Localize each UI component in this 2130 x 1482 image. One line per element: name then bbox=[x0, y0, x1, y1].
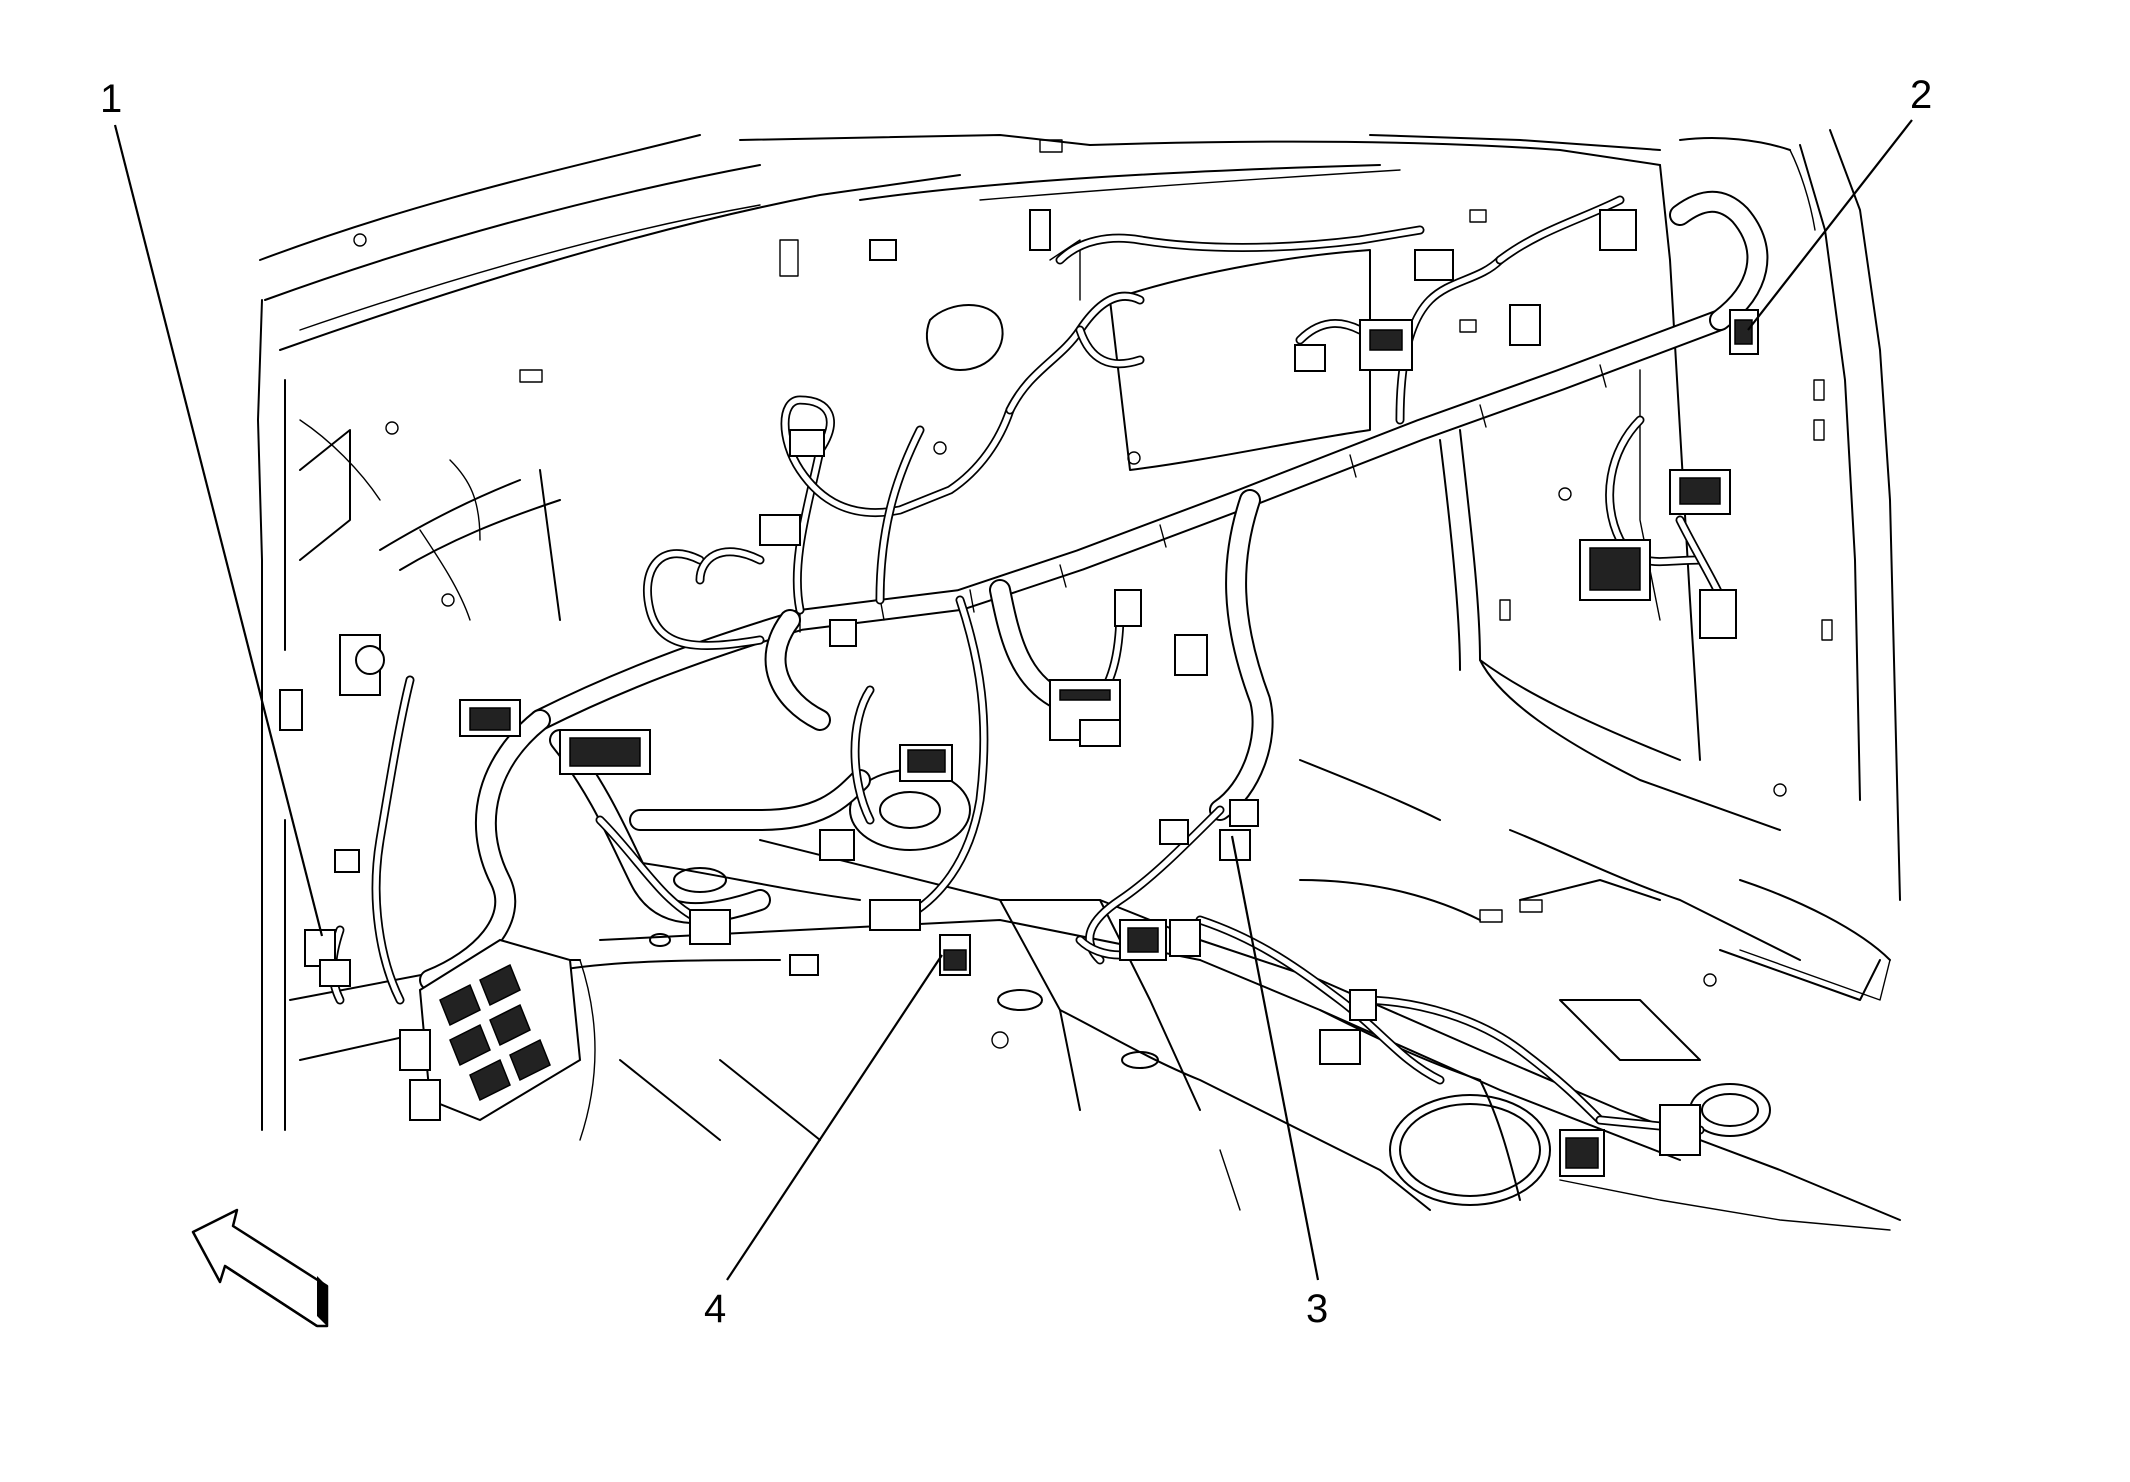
callout-1: 1 bbox=[100, 77, 324, 937]
front-direction-arrow-icon bbox=[191, 1208, 329, 1328]
callout-3-label: 3 bbox=[1306, 1287, 1328, 1331]
callouts: 1 2 3 4 bbox=[100, 73, 1932, 1331]
callout-3: 3 bbox=[1230, 835, 1328, 1331]
callout-2: 2 bbox=[1747, 73, 1932, 331]
callout-2-label: 2 bbox=[1910, 73, 1932, 117]
callout-4: 4 bbox=[704, 954, 943, 1331]
connectors bbox=[279, 209, 1759, 1177]
callout-4-label: 4 bbox=[704, 1287, 726, 1331]
fuse-junction-block bbox=[399, 938, 582, 1122]
callout-1-label: 1 bbox=[100, 77, 122, 121]
